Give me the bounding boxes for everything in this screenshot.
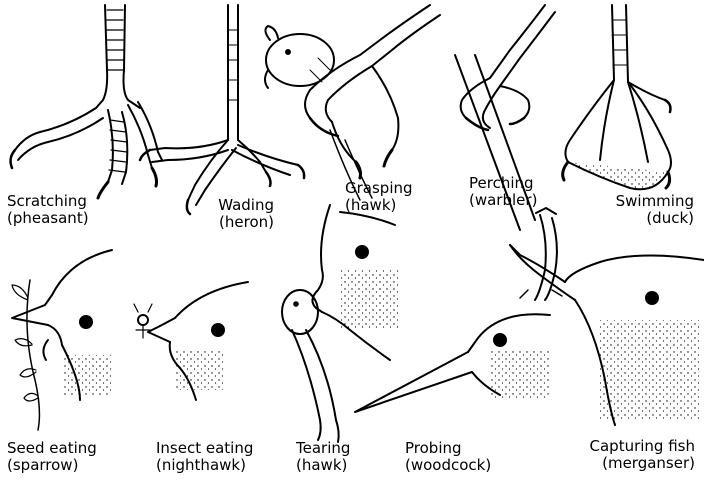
tearing-head-drawing xyxy=(282,205,400,442)
caption-name: Capturing fish xyxy=(565,438,695,455)
caption-capturing-fish: Capturing fish (merganser) xyxy=(565,438,695,472)
caption-name: Wading xyxy=(200,197,274,214)
caption-grasping: Grasping (hawk) xyxy=(345,180,413,214)
caption-scratching: Scratching (pheasant) xyxy=(7,193,89,227)
insect-eating-head-drawing xyxy=(134,282,248,400)
wading-foot-drawing xyxy=(140,5,304,214)
caption-name: Grasping xyxy=(345,180,413,197)
swimming-foot-drawing xyxy=(563,5,671,189)
caption-bird: (warbler) xyxy=(469,192,537,209)
grasping-foot-drawing xyxy=(265,5,440,200)
seed-eating-head-drawing xyxy=(12,250,112,430)
caption-name: Tearing xyxy=(296,440,350,457)
caption-bird: (sparrow) xyxy=(7,457,97,474)
caption-name: Probing xyxy=(405,440,491,457)
caption-bird: (nighthawk) xyxy=(156,457,253,474)
caption-name: Seed eating xyxy=(7,440,97,457)
caption-name: Scratching xyxy=(7,193,89,210)
caption-name: Perching xyxy=(469,175,537,192)
caption-name: Insect eating xyxy=(156,440,253,457)
caption-probing: Probing (woodcock) xyxy=(405,440,491,474)
caption-bird: (duck) xyxy=(600,210,694,227)
caption-bird: (heron) xyxy=(200,214,274,231)
caption-seed-eating: Seed eating (sparrow) xyxy=(7,440,97,474)
caption-wading: Wading (heron) xyxy=(200,197,274,231)
caption-bird: (hawk) xyxy=(296,457,350,474)
caption-insect-eating: Insect eating (nighthawk) xyxy=(156,440,253,474)
caption-bird: (pheasant) xyxy=(7,210,89,227)
caption-bird: (hawk) xyxy=(345,197,413,214)
caption-bird: (merganser) xyxy=(565,455,695,472)
caption-swimming: Swimming (duck) xyxy=(600,193,694,227)
caption-bird: (woodcock) xyxy=(405,457,491,474)
scratching-foot-drawing xyxy=(11,5,162,198)
caption-name: Swimming xyxy=(600,193,694,210)
caption-tearing: Tearing (hawk) xyxy=(296,440,350,474)
caption-perching: Perching (warbler) xyxy=(469,175,537,209)
